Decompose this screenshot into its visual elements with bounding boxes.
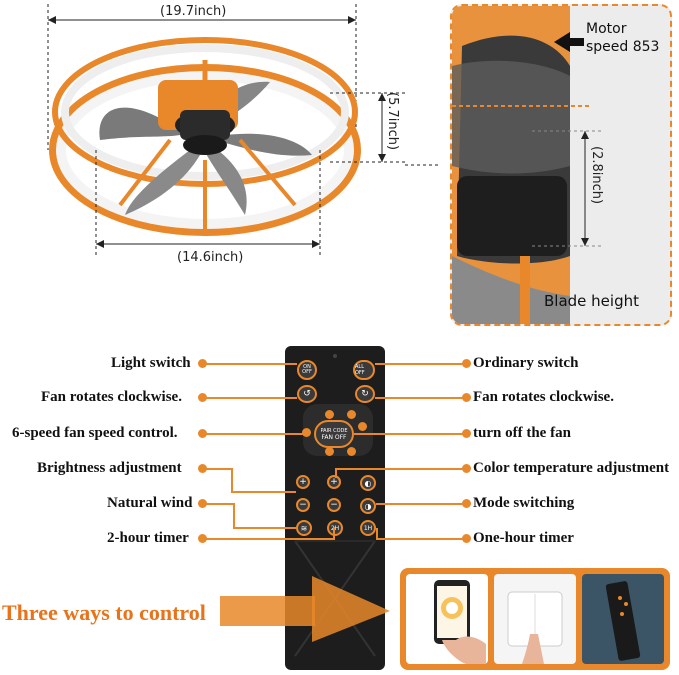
fan-illustration <box>47 4 452 258</box>
callout-mode-switching: Mode switching <box>473 495 575 511</box>
callout-fan-clockwise-left: Fan rotates clockwise. <box>41 389 182 405</box>
natural-wind-button[interactable]: ≋ <box>296 520 312 536</box>
callout-line-left-2 <box>203 397 297 399</box>
fan-dimension-diagram: (19.7inch) (5.7inch) (14.6inch) <box>0 0 452 275</box>
callout-brightness: Brightness adjustment <box>37 460 182 476</box>
callout-dot-left-6 <box>198 534 207 543</box>
callout-dot-left-5 <box>198 499 207 508</box>
mode-icon: ◑ <box>364 501 372 511</box>
speed-3-button[interactable] <box>358 422 367 431</box>
callout-dot-left-1 <box>198 359 207 368</box>
fan-off-label: FAN OFF <box>321 433 347 441</box>
callout-dot-left-4 <box>198 464 207 473</box>
callout-turn-off-fan: turn off the fan <box>473 425 571 441</box>
mode-switch-button[interactable]: ◑ <box>360 498 376 514</box>
one-hour-timer-button[interactable]: 1H <box>360 520 376 536</box>
callout-line-right-2 <box>375 397 465 399</box>
callout-vline-left-6 <box>333 527 335 540</box>
blade-height-dimension-label: (2.8inch) <box>589 146 604 205</box>
pair-code-label: PAIR CODE <box>320 427 348 434</box>
motor-detail-panel: Motor speed 853 (2.8inch) Blade height <box>450 4 672 326</box>
motor-label-line2: speed 853 <box>586 39 660 55</box>
plus-icon: + <box>299 477 307 487</box>
speed-2-button[interactable] <box>347 410 356 419</box>
callout-dot-right-6 <box>462 534 471 543</box>
callout-fan-clockwise-right: Fan rotates clockwise. <box>473 389 614 405</box>
speed-5-button[interactable] <box>325 447 334 456</box>
brightness-down-button[interactable]: − <box>296 498 310 512</box>
callout-vline-left-4 <box>231 468 233 492</box>
callout-fan-speed-control: 6-speed fan speed control. <box>12 425 178 441</box>
light-button-label: ON OFF <box>302 364 312 375</box>
callout-vline-left-5 <box>233 503 235 527</box>
control-methods-panel <box>400 568 670 670</box>
rotate-ccw-icon: ↺ <box>303 389 311 399</box>
callout-ordinary-switch: Ordinary switch <box>473 355 579 371</box>
callout-dot-right-3 <box>462 429 471 438</box>
wind-icon: ≋ <box>300 523 308 533</box>
contrast-icon: ◐ <box>364 478 372 488</box>
blade-span-dimension-label: (14.6inch) <box>177 250 244 265</box>
callout-line-left-4a <box>203 468 233 470</box>
color-temperature-button[interactable]: ◐ <box>360 475 376 491</box>
callout-line-right-4 <box>335 468 465 470</box>
all-off-button[interactable]: ALL OFF <box>353 360 375 380</box>
callout-line-left-1 <box>203 363 297 365</box>
callout-dot-left-3 <box>198 429 207 438</box>
minus-icon: − <box>330 500 338 510</box>
wall-switch-tile <box>494 574 576 664</box>
callout-line-left-3 <box>203 433 303 435</box>
callout-dot-right-1 <box>462 359 471 368</box>
all-off-button-label: ALL OFF <box>355 364 365 376</box>
remote-control-tile <box>582 574 664 664</box>
app-control-tile <box>406 574 488 664</box>
callout-one-hour-timer: One-hour timer <box>473 530 574 546</box>
orange-arrow <box>220 576 390 642</box>
pair-code-fan-off-button[interactable]: PAIR CODE FAN OFF <box>314 420 354 448</box>
light-toggle-button[interactable]: ON OFF <box>297 360 317 380</box>
smartphone-app-image <box>434 580 486 664</box>
color-temp-down-button[interactable]: − <box>327 498 341 512</box>
speed-4-button[interactable] <box>347 447 356 456</box>
callout-dot-right-2 <box>462 393 471 402</box>
speed-6-button[interactable] <box>302 428 311 437</box>
callout-dot-right-5 <box>462 499 471 508</box>
callout-line-left-6 <box>203 538 333 540</box>
callout-line-right-3 <box>354 433 465 435</box>
two-hour-label: 2H <box>330 524 340 532</box>
callout-color-temperature: Color temperature adjustment <box>473 460 670 476</box>
remote-photo-image <box>605 581 641 661</box>
callout-dot-left-2 <box>198 393 207 402</box>
speed-1-button[interactable] <box>325 410 334 419</box>
callout-two-hour-timer: 2-hour timer <box>107 530 189 546</box>
fan-clockwise-right-button[interactable]: ↻ <box>355 385 375 403</box>
callout-vline-right-6 <box>376 528 378 540</box>
callout-line-left-5b <box>233 527 296 529</box>
callout-vline-right-4 <box>335 468 337 478</box>
callout-line-right-6 <box>376 538 465 540</box>
width-dimension-label: (19.7inch) <box>160 4 227 19</box>
height-dimension-label: (5.7inch) <box>385 92 400 151</box>
blade-height-label: Blade height <box>544 292 639 310</box>
callout-line-right-5 <box>376 503 465 505</box>
motor-label-line1: Motor <box>586 21 627 37</box>
callout-dot-right-4 <box>462 464 471 473</box>
callout-light-switch: Light switch <box>111 355 191 371</box>
minus-icon: − <box>299 500 307 510</box>
motor-closeup-image <box>452 6 602 324</box>
callout-line-left-4b <box>231 491 296 493</box>
brightness-up-button[interactable]: + <box>296 475 310 489</box>
one-hour-label: 1H <box>363 524 373 532</box>
fan-clockwise-left-button[interactable]: ↺ <box>297 385 317 403</box>
rotate-cw-icon: ↻ <box>361 389 369 399</box>
callout-line-left-5a <box>203 503 235 505</box>
two-hour-timer-button[interactable]: 2H <box>327 520 343 536</box>
color-temp-up-button[interactable]: + <box>327 475 341 489</box>
callout-natural-wind: Natural wind <box>107 495 193 511</box>
wall-switch-image <box>507 591 563 664</box>
three-ways-title: Three ways to control <box>2 600 206 625</box>
callout-line-right-1 <box>375 363 465 365</box>
plus-icon: + <box>330 477 338 487</box>
